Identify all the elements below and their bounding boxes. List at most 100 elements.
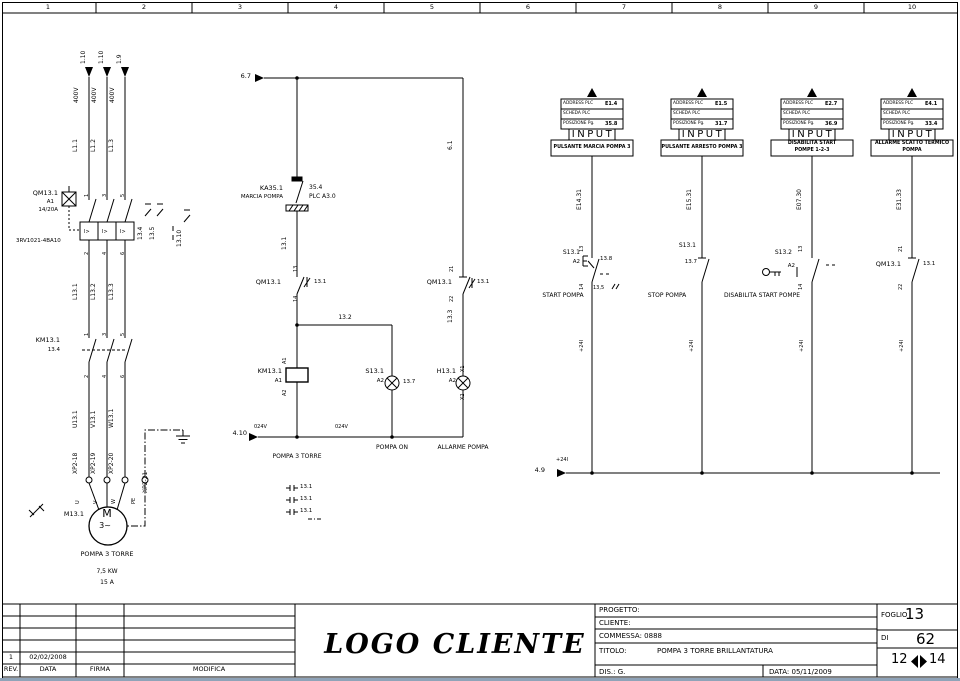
contactor-pole-3: 3 xyxy=(102,332,108,336)
rev-header-firma: FIRMA xyxy=(89,665,111,673)
plc3-t2: 14 xyxy=(798,283,804,290)
nav-next-page: 14 xyxy=(929,652,946,667)
titolo-value: POMPA 3 TORRE BRILLANTATURA xyxy=(657,647,773,655)
plc-section-linework xyxy=(550,88,954,477)
qm-aux-name: QM13.1 xyxy=(255,278,281,286)
volt-label-1: 400V xyxy=(73,87,80,103)
contact-xref-1: 13.1 xyxy=(300,484,313,490)
titolo-label: TITOLO: xyxy=(599,647,627,655)
wire-label-l13-1: L13.1 xyxy=(72,283,79,300)
terminal-xp2-19: XP2-19 xyxy=(90,452,97,474)
breaker-term: A1 xyxy=(46,199,54,205)
breaker-aux-ref-3: 13.10 xyxy=(176,229,183,247)
motor-power: 7,5 KW xyxy=(96,568,118,575)
control-circuit-linework xyxy=(249,74,476,520)
qm-aux-t1: 13 xyxy=(293,265,299,272)
breaker-model: 3RV1021-4BA10 xyxy=(16,238,61,244)
plc1-caption: START POMPA xyxy=(542,292,584,299)
plc1-rail-label: +24I xyxy=(579,339,585,352)
progetto-label: PROGETTO: xyxy=(599,606,640,614)
relay-name: KA35.1 xyxy=(259,184,283,192)
breaker-aux-ref-1: 13.4 xyxy=(137,226,144,240)
breaker-name: QM13.1 xyxy=(32,189,58,197)
plc4-address-label: ADDRESS PLC xyxy=(883,101,914,106)
contact-xref-2: 13.1 xyxy=(300,496,313,502)
breaker-pole-4: 4 xyxy=(102,251,108,255)
lamp1-name: S13.1 xyxy=(365,367,384,375)
foglio-number: 13 xyxy=(905,605,925,623)
ruler-cell-9: 9 xyxy=(813,3,819,11)
branch-wire-label: 13.2 xyxy=(338,314,352,321)
rev-header-rev: REV. xyxy=(3,665,19,673)
plc-rail-ref: 4.9 xyxy=(534,466,545,474)
ruler-cell-1: 1 xyxy=(45,3,51,11)
plc3-desc-line1: DISABILITA START xyxy=(787,141,837,146)
plc1-term: A2 xyxy=(572,259,580,265)
plc2-desc: PULSANTE ARRESTO POMPA 3 xyxy=(661,145,743,150)
terminal-xp2-18: XP2-18 xyxy=(72,452,79,474)
plc3-term: A2 xyxy=(787,263,795,269)
plc1-input-label: INPUT xyxy=(571,129,615,140)
plc4-ref: 13.1 xyxy=(923,261,936,267)
qm-aux2-ref: 13.1 xyxy=(477,279,490,285)
power-circuit-linework xyxy=(28,67,191,546)
plc3-rail-label: +24I xyxy=(799,339,805,352)
contactor-ref: 13.4 xyxy=(47,347,60,353)
wire-label-13-1: 13.1 xyxy=(281,236,288,250)
ruler-cell-6: 6 xyxy=(525,3,531,11)
commessa-value: COMMESSA: 0888 xyxy=(599,632,662,640)
plc3-address: E2.7 xyxy=(825,101,838,107)
breaker-rating: 14/20A xyxy=(38,207,58,213)
page-nav-arrows xyxy=(911,655,927,668)
rev-header-modifica: MODIFICA xyxy=(192,665,226,673)
lamp1-term: A2 xyxy=(376,378,384,384)
wire-label-l1-2: L1.2 xyxy=(90,139,97,152)
phase-w: W xyxy=(111,499,117,504)
terminal-xp2-21: XP2-21 xyxy=(142,471,149,493)
phase-v: V xyxy=(93,500,99,504)
plc3-pos: 36.9 xyxy=(825,121,838,127)
plc2-wire-label: E15.31 xyxy=(686,189,693,210)
plc4-pos-label: POSIZIONE Pg. xyxy=(883,121,915,126)
contactor-name: KM13.1 xyxy=(35,336,60,344)
plc3-desc-line2: POMPE 1-2-3 xyxy=(794,147,830,153)
qm-aux2-t1: 21 xyxy=(449,265,455,272)
coil-caption: POMPA 3 TORRE xyxy=(272,453,322,460)
ruler-cell-3: 3 xyxy=(237,3,243,11)
terminal-xp2-20: XP2-20 xyxy=(108,452,115,474)
volt-label-2: 400V xyxy=(91,87,98,103)
relay-desc: MARCIA POMPA xyxy=(240,194,283,200)
coil-a1: A1 xyxy=(282,357,288,364)
wire-label-v13-1: V13.1 xyxy=(90,410,97,428)
qm-aux-t2: 14 xyxy=(293,295,299,302)
plc-rail-label: +24I xyxy=(556,457,569,463)
breaker-pole-2: 2 xyxy=(84,251,90,255)
lamp2-x2: X2 xyxy=(460,393,466,400)
plc4-t2: 22 xyxy=(898,283,904,290)
plc1-ref2: 13,5 xyxy=(593,285,605,291)
lamp2-caption: ALLARME POMPA xyxy=(437,444,489,451)
contactor-pole-2: 2 xyxy=(84,374,90,378)
title-block-linework xyxy=(2,603,958,678)
lamp1-caption: POMPA ON xyxy=(376,444,408,451)
wire-label-6-1: 6.1 xyxy=(447,140,454,150)
qm-aux-ref: 13.1 xyxy=(314,279,327,285)
plc2-address: E1.5 xyxy=(715,101,728,107)
qm-aux2-name: QM13.1 xyxy=(426,278,452,286)
qm-aux2-t2: 22 xyxy=(449,295,455,302)
plc4-device: QM13.1 xyxy=(875,260,901,268)
contactor-pole-6: 6 xyxy=(120,374,126,378)
motor-caption: POMPA 3 TORRE xyxy=(80,550,134,558)
breaker-aux-ref-2: 13.5 xyxy=(149,226,156,240)
wire-label-l13-2: L13.2 xyxy=(90,283,97,300)
wire-label-l1-3: L1.3 xyxy=(108,139,115,152)
plc1-device: S13.1 xyxy=(562,249,580,256)
ruler-cell-7: 7 xyxy=(621,3,627,11)
feed-ref-1: 1.10 xyxy=(80,50,87,64)
phase-pe: PE xyxy=(131,497,137,504)
contactor-pole-5: 5 xyxy=(120,332,126,336)
di-number: 62 xyxy=(916,630,936,648)
plc4-rail-label: +24I xyxy=(899,339,905,352)
